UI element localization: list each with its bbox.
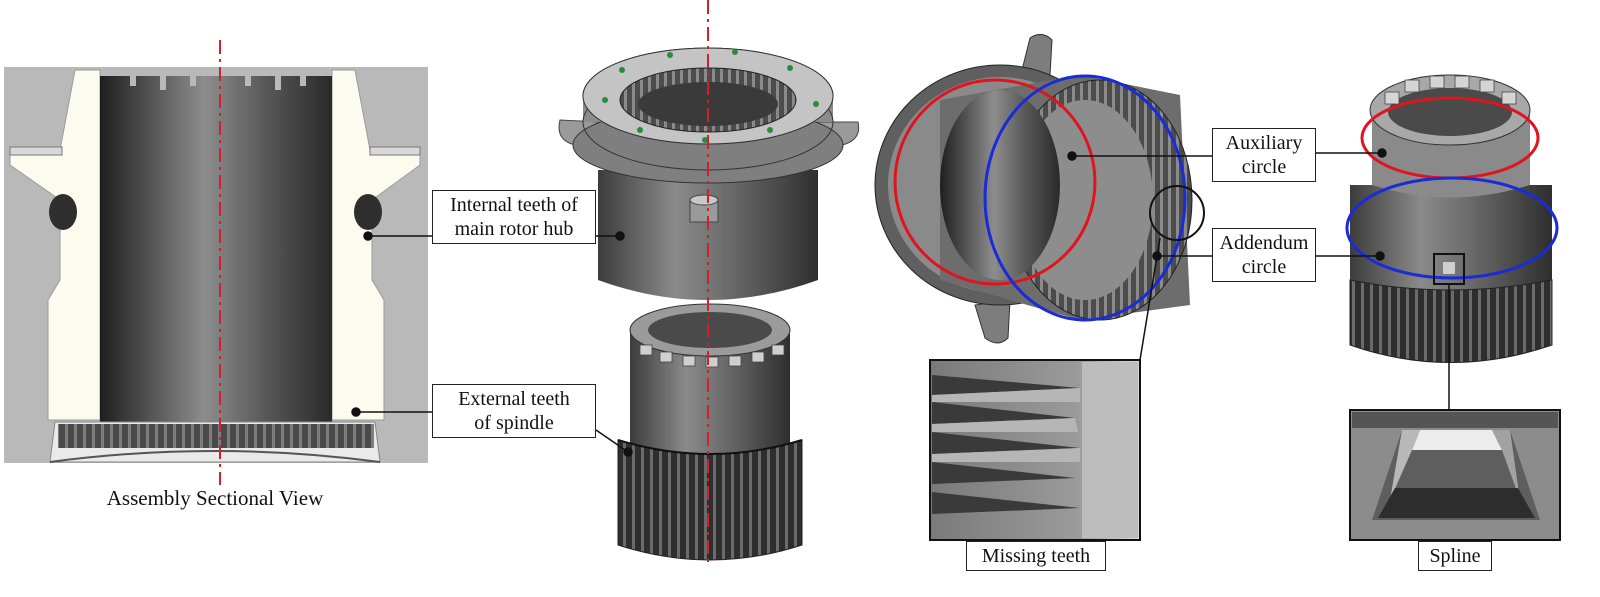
auxiliary-circle-ring (893, 78, 1097, 286)
section-right-wall (331, 69, 421, 421)
label-missing-teeth: Missing teeth (966, 541, 1106, 571)
spline-zoom (1349, 409, 1561, 541)
label-addendum-line2: circle (1241, 256, 1287, 278)
label-addendum-circle: Addendum circle (1212, 228, 1316, 282)
leader-lines (351, 148, 1450, 457)
spindle-body (630, 330, 790, 485)
spindle-external-teeth (617, 439, 803, 561)
spindle-closeup-panel (1345, 74, 1559, 363)
label-internal-teeth: Internal teeth of main rotor hub (432, 190, 596, 244)
exploded-view-panel (558, 0, 860, 565)
label-external-teeth-line1: External teeth (458, 388, 570, 410)
label-auxiliary-line1: Auxiliary (1225, 132, 1303, 154)
label-auxiliary-circle: Auxiliary circle (1212, 128, 1316, 182)
hub-closeup-panel (874, 34, 1205, 344)
sectional-view-panel (4, 40, 428, 485)
label-internal-teeth-line2: main rotor hub (454, 218, 574, 240)
right-bearing-icon (354, 194, 382, 230)
addendum-circle-ring (983, 74, 1187, 322)
spindle-addendum-ring (1345, 176, 1559, 280)
label-auxiliary-line2: circle (1241, 156, 1287, 178)
label-external-teeth: External teeth of spindle (432, 384, 596, 438)
section-inner-cylinder (100, 76, 332, 422)
label-addendum-line1: Addendum (1219, 232, 1309, 254)
missing-teeth-marker (1149, 185, 1205, 241)
label-spline: Spline (1418, 541, 1492, 571)
section-left-wall (9, 69, 101, 421)
label-external-teeth-line2: of spindle (474, 412, 554, 434)
left-bearing-icon (49, 194, 77, 230)
missing-teeth-zoom (929, 359, 1141, 541)
label-internal-teeth-line1: Internal teeth of (450, 194, 578, 216)
caption-assembly-sectional-view: Assembly Sectional View (106, 486, 324, 510)
